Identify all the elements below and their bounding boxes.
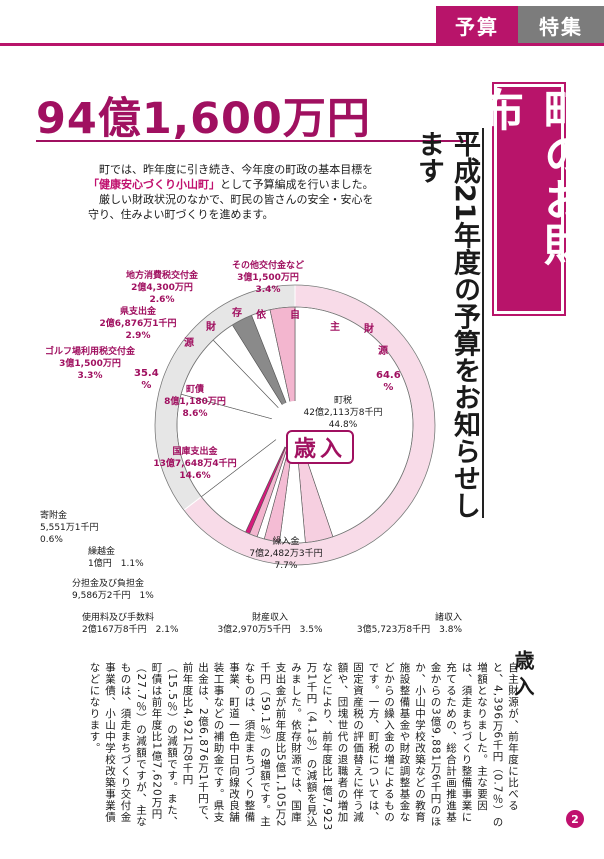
slice-amount: 2億167万8千円 [82, 625, 147, 635]
intro-line-1: 町では、昨年度に引き続き、今年度の町政の基本目標を [88, 162, 428, 177]
group-char: 財 [364, 324, 374, 335]
slice-percent-value: 3.8 [439, 625, 454, 635]
headline-underline [36, 140, 466, 142]
group-char: 主 [330, 322, 340, 333]
chart-center-label: 歳入 [286, 430, 354, 464]
subtitle-rule [482, 128, 484, 518]
slice-percent-value: 0.6 [40, 535, 55, 545]
slice-label-sonota: その他交付金など 3億1,500万円 3.4% [218, 260, 318, 296]
slice-name: 使用料及び手数料 [82, 613, 155, 623]
slice-percent-value: 1.1 [120, 559, 136, 569]
slice-percent-value: 8.6 [182, 409, 199, 419]
slice-percent-value: 7.7 [274, 561, 289, 571]
slice-amount: 8億1,180万円 [164, 397, 226, 407]
slice-percent: 2.6% [149, 295, 175, 305]
intro-line-2: 「健康安心づくり小山町」として予算編成を行いました。 [88, 177, 428, 192]
group-char: 存 [232, 308, 242, 319]
feature-tag: 特集 [518, 6, 604, 44]
slice-label-kenshishutsu: 県支出金 2億6,876万1千円 2.9% [88, 306, 188, 342]
slice-name: 地方消費税交付金 [125, 271, 198, 281]
slice-amount: 2億4,300万円 [131, 283, 193, 293]
slice-name: 町税 [333, 396, 352, 406]
intro-text: 守り、住みよい町づくりを進めます。 [88, 208, 274, 221]
slice-percent-value: 3.3 [77, 371, 94, 381]
izon-percent: 35.4 % [134, 368, 159, 391]
budget-tag: 予算 [436, 6, 518, 44]
slice-amount: 13億7,648万4千円 [153, 459, 237, 469]
slice-name: その他交付金など [231, 261, 304, 271]
intro-text: 厳しい財政状況のなかで、町民の皆さんの安全・安心を [99, 193, 374, 206]
intro-text: 町では、昨年度に引き続き、今年度の町政の基本目標を [99, 163, 374, 176]
slice-name: 財産収入 [251, 613, 288, 623]
slice-name: ゴルフ場利用税交付金 [44, 347, 135, 357]
slice-label-golf: ゴルフ場利用税交付金 3億1,500万円 3.3% [20, 346, 160, 382]
slice-percent: 0.6% [40, 535, 63, 545]
pie-outline [154, 284, 436, 566]
slice-amount: 1億円 [88, 559, 112, 569]
intro-line-4: 守り、住みよい町づくりを進めます。 [88, 207, 428, 222]
slice-percent: 7.7% [274, 561, 298, 571]
motto-highlight: 「健康安心づくり小山町」 [88, 178, 220, 191]
slice-amount: 3億5,723万8千円 [356, 625, 431, 635]
slice-label-chouzei: 町税 42億2,113万8千円 44.8% [288, 395, 398, 431]
group-char: 財 [206, 322, 216, 333]
slice-percent-value: 3.4 [255, 285, 272, 295]
slice-name: 国庫支出金 [172, 447, 218, 457]
slice-name: 町債 [185, 385, 204, 395]
slice-percent: 8.6% [182, 409, 208, 419]
body-text: 自主財源が、前年度に比べると、4,396万6千円（0.7％）の増額となりました。… [88, 662, 520, 832]
header-rule [0, 43, 604, 46]
slice-percent: 3.4% [255, 285, 281, 295]
slice-amount: 2億6,876万1千円 [99, 319, 177, 329]
slice-percent-value: 3.5 [299, 625, 314, 635]
slice-percent: 14.6% [179, 471, 211, 481]
section-heading: 歳入 [511, 650, 535, 702]
group-char: 自 [290, 310, 300, 321]
slice-label-kifukin: 寄附金 5,551万1千円 0.6% [40, 510, 140, 546]
slice-percent-value: 14.6 [179, 471, 202, 481]
pie-outline [176, 306, 414, 544]
slice-percent-value: 2.9 [125, 331, 142, 341]
intro-line-3: 厳しい財政状況のなかで、町民の皆さんの安全・安心を [88, 192, 428, 207]
slice-amount: 5,551万1千円 [40, 523, 99, 533]
page-number: 2 [566, 810, 584, 828]
intro-text: として予算編成を行いました。 [220, 178, 374, 191]
article-subtitle: 平成21年度の予算をお知らせします [413, 130, 480, 519]
article-title: 町のお財布 [472, 84, 587, 314]
slice-percent-value: 2.6 [149, 295, 166, 305]
slice-name: 繰入金 [272, 537, 300, 547]
slice-percent: 3.3% [77, 371, 103, 381]
slice-label-kuriirekin: 繰入金 7億2,482万3千円 7.7% [236, 536, 336, 572]
slice-name: 県支出金 [119, 307, 156, 317]
slice-percent-value: 1 [139, 591, 146, 601]
slice-amount: 3億1,500万円 [59, 359, 121, 369]
slice-amount: 3億2,970万5千円 [217, 625, 291, 635]
slice-percent: 44.8% [328, 420, 358, 430]
slice-name: 寄附金 [40, 511, 68, 521]
slice-label-kokko: 国庫支出金 13億7,648万4千円 14.6% [150, 446, 240, 482]
slice-name: 分担金及び負担金 [72, 579, 145, 589]
group-char: 源 [378, 346, 388, 357]
slice-amount: 42億2,113万8千円 [303, 408, 383, 418]
slice-amount: 3億1,500万円 [237, 273, 299, 283]
slice-percent-value: 44.8 [328, 420, 349, 430]
jishu-percent: 64.6 % [376, 370, 401, 393]
group-char: 依 [256, 310, 266, 321]
revenue-pie-chart [154, 284, 436, 566]
slice-label-chosai: 町債 8億1,180万円 8.6% [160, 384, 230, 420]
group-char: 源 [184, 338, 194, 349]
slice-percent: 2.9% [125, 331, 151, 341]
slice-amount: 9,586万2千円 [72, 591, 131, 601]
slice-label-chihoshohi: 地方消費税交付金 2億4,300万円 2.6% [112, 270, 212, 306]
slice-percent-value: 2.1 [155, 625, 170, 635]
slice-name: 繰越金 [88, 547, 116, 557]
slice-amount: 7億2,482万3千円 [249, 549, 323, 559]
slice-name: 諸収入 [434, 613, 462, 623]
total-amount-headline: 94億1,600万円 [36, 94, 371, 144]
